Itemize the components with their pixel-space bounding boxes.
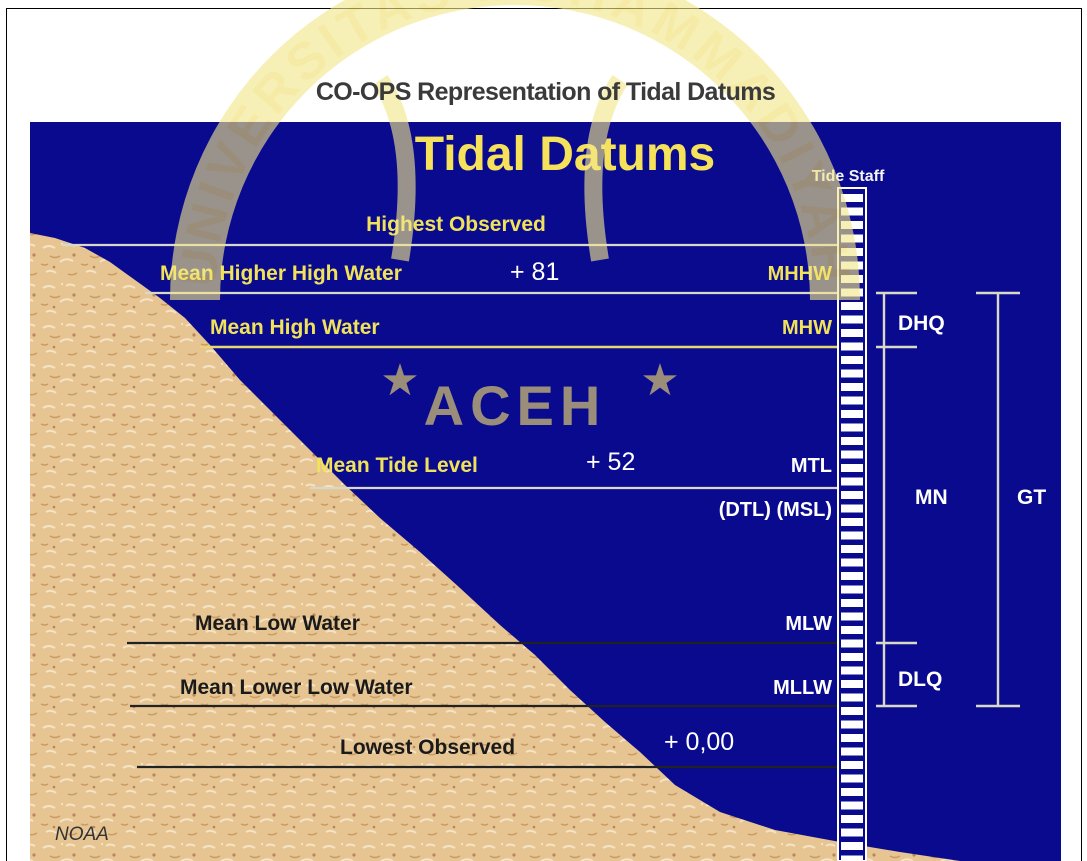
abbr-mtl: MTL xyxy=(791,455,832,477)
tide-staff-rung xyxy=(841,815,863,823)
tide-staff-rung xyxy=(841,734,863,742)
tide-staff-rung xyxy=(841,801,863,810)
tide-staff-rung xyxy=(841,639,863,648)
tide-staff-rung xyxy=(841,855,863,861)
tide-staff-rung xyxy=(841,491,863,499)
tide-staff-rung xyxy=(841,450,863,459)
label-mhw: Mean High Water xyxy=(210,316,380,339)
tide-staff-rung xyxy=(841,828,863,837)
elevation-mhhw: + 81 xyxy=(510,258,559,286)
label-mlw: Mean Low Water xyxy=(195,612,360,635)
label-lowest-observed: Lowest Observed xyxy=(340,736,515,759)
tide-staff-rung xyxy=(841,423,863,432)
tide-staff-rung xyxy=(841,396,863,405)
tide-staff-rung xyxy=(841,477,863,486)
tide-staff-rung xyxy=(841,680,863,688)
tide-staff-rung xyxy=(841,342,863,351)
range-labels: DHQ MN DLQ GT xyxy=(898,312,1046,691)
tide-staff-rung xyxy=(841,761,863,769)
tide-staff-rung xyxy=(841,666,863,675)
tide-staff-rung xyxy=(841,653,863,661)
star-icon-left: ★ xyxy=(380,356,419,405)
tide-staff-rung xyxy=(841,410,863,418)
sand-slope xyxy=(30,233,960,861)
tide-staff-rung xyxy=(841,531,863,540)
seal-bottom-text: ACEH xyxy=(424,374,607,437)
tide-staff-rung xyxy=(841,518,863,526)
tide-staff-rung xyxy=(841,842,863,850)
tide-staff-rung xyxy=(841,504,863,513)
range-label-dhq: DHQ xyxy=(898,312,945,335)
elevation-annotations: + 81 + 52 + 0,00 xyxy=(510,258,734,756)
tide-staff-rung xyxy=(841,221,863,229)
label-mllw: Mean Lower Low Water xyxy=(180,676,413,699)
tide-staff-rung xyxy=(841,626,863,634)
tide-staff-rung xyxy=(841,599,863,607)
abbr-dtl-msl: (DTL) (MSL) xyxy=(719,499,832,521)
tide-staff-rung xyxy=(841,558,863,567)
label-mtl: Mean Tide Level xyxy=(316,454,478,477)
elevation-mtl: + 52 xyxy=(586,448,635,476)
tide-staff-rung xyxy=(841,302,863,310)
seal-wreath xyxy=(372,75,628,262)
tide-staff-rung xyxy=(841,720,863,729)
abbr-mhw: MHW xyxy=(782,317,832,339)
panel-title: Tidal Datums xyxy=(415,128,716,181)
abbr-mllw: MLLW xyxy=(773,677,832,699)
tide-staff-rung xyxy=(841,585,863,594)
range-label-gt: GT xyxy=(1017,486,1046,509)
range-label-mn: MN xyxy=(915,486,948,509)
datum-labels-dark: Mean Low Water Mean Lower Low Water Lowe… xyxy=(180,612,515,759)
tide-staff-rung xyxy=(841,612,863,621)
range-label-dlq: DLQ xyxy=(898,668,942,691)
tide-staff-rung xyxy=(841,464,863,472)
tide-staff-rung xyxy=(841,194,863,202)
tide-staff-rung xyxy=(841,693,863,702)
noaa-credit: NOAA xyxy=(55,824,109,845)
tide-staff-rung xyxy=(841,383,863,391)
tide-staff-rung xyxy=(841,207,863,216)
elevation-lowest: + 0,00 xyxy=(664,728,734,756)
tide-staff-rung xyxy=(841,545,863,553)
range-brackets xyxy=(876,291,1020,708)
tide-staff-rung xyxy=(841,707,863,715)
tide-staff-rung xyxy=(841,356,863,364)
tide-staff-rung xyxy=(841,315,863,324)
label-highest-observed: Highest Observed xyxy=(366,213,546,236)
tide-staff-rung xyxy=(841,774,863,783)
tide-staff-rung xyxy=(841,572,863,580)
star-icon-right: ★ xyxy=(640,356,679,405)
tide-staff-rung xyxy=(841,329,863,337)
figure-frame xyxy=(6,8,1082,861)
abbr-mlw: MLW xyxy=(785,613,832,635)
tide-staff-rung xyxy=(841,747,863,756)
tide-staff-rung xyxy=(841,369,863,378)
figure-header-title: CO-OPS Representation of Tidal Datums xyxy=(315,78,776,106)
tide-staff-rung xyxy=(841,437,863,445)
tide-staff-rung xyxy=(841,788,863,796)
